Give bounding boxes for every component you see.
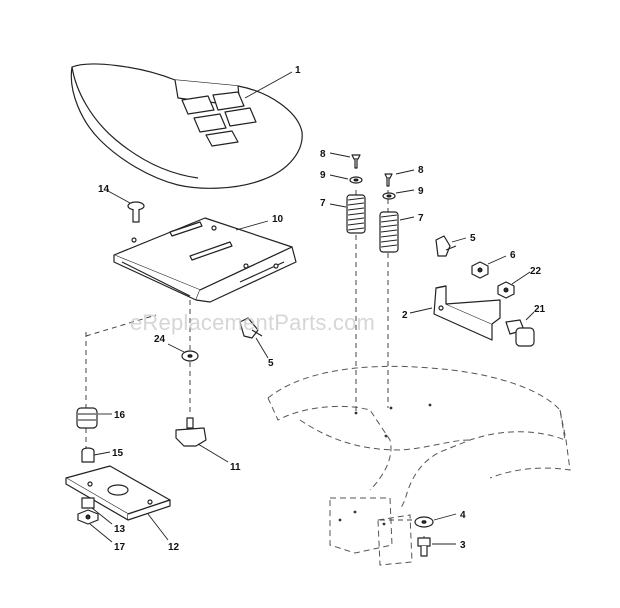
callout-washer-right: 9 — [418, 186, 424, 197]
knob-right — [435, 235, 467, 257]
callout-nut-bracket: 22 — [530, 266, 542, 277]
callout-bolt-right: 8 — [418, 165, 424, 176]
nut-plate — [81, 497, 113, 525]
adjuster-bracket — [409, 285, 501, 341]
bushing — [81, 447, 111, 463]
nut-bracket — [497, 271, 531, 299]
callout-knob-left: 5 — [268, 358, 274, 369]
callout-nut-bottom: 17 — [114, 542, 126, 553]
callout-washer-bottom: 4 — [460, 510, 466, 521]
callout-knob-right: 5 — [470, 233, 476, 244]
spring-left — [329, 194, 366, 234]
callout-mount-plate: 12 — [168, 542, 180, 553]
carriage-bolt — [107, 190, 145, 223]
mount-plate — [65, 465, 171, 541]
washer-right — [382, 189, 415, 200]
spring-right — [379, 211, 415, 253]
callout-nut-plate: 13 — [114, 524, 126, 535]
bolt-left — [329, 152, 361, 169]
callout-seat-pan: 10 — [272, 214, 284, 225]
callout-bushing: 15 — [112, 448, 124, 459]
callout-carriage-bolt: 14 — [98, 184, 110, 195]
callout-nut-right: 6 — [510, 250, 516, 261]
callout-washer-left: 9 — [320, 170, 326, 181]
washer-pan — [167, 343, 199, 362]
callout-spring-pad: 16 — [114, 410, 126, 421]
callout-bracket: 2 — [402, 310, 408, 321]
tractor-body-outline — [267, 365, 571, 566]
washer-bottom — [414, 513, 457, 528]
callout-knob-bracket: 21 — [534, 304, 546, 315]
callout-bolt-left: 8 — [320, 149, 326, 160]
seat-pan — [113, 217, 297, 303]
callout-spring-left: 7 — [320, 198, 326, 209]
seat — [70, 63, 303, 189]
nut-right — [471, 255, 507, 279]
callout-screw: 3 — [460, 540, 466, 551]
washer-left — [329, 174, 363, 184]
callout-washer-pan: 24 — [154, 334, 166, 345]
watermark: eReplacementParts.com — [130, 310, 375, 335]
wing-knob — [175, 417, 229, 463]
callout-spring-right: 7 — [418, 213, 424, 224]
bolt-right — [384, 169, 415, 187]
knob-left — [239, 317, 269, 359]
nut-bottom — [77, 509, 113, 543]
screw — [417, 537, 456, 557]
callout-seat: 1 — [295, 65, 301, 76]
callout-wing-knob: 11 — [230, 462, 241, 473]
knob-bracket — [505, 311, 535, 347]
spring-pad — [76, 407, 112, 429]
